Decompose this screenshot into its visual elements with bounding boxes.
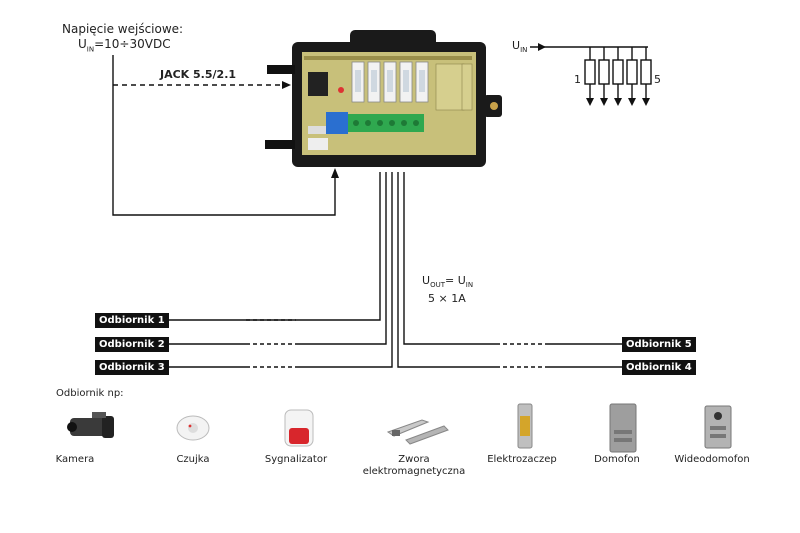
input-voltage-label: Napięcie wejściowe: bbox=[62, 22, 184, 36]
smoke-detector-icon bbox=[176, 415, 210, 441]
schematic-last-number: 5 bbox=[654, 73, 661, 86]
output-current-label: 5 × 1A bbox=[428, 292, 466, 305]
receiver-tag-5: Odbiornik 5 bbox=[622, 337, 696, 352]
schematic-uin-label: UIN bbox=[512, 39, 528, 55]
receiver-tag-4: Odbiornik 4 bbox=[622, 360, 696, 375]
output-wires bbox=[160, 172, 622, 368]
device-label-siren: Sygnalizator bbox=[264, 454, 328, 465]
device-label-smoke-detector: Czujka bbox=[176, 454, 210, 465]
electric-strike-icon bbox=[517, 403, 533, 449]
examples-title: Odbiornik np: bbox=[56, 388, 124, 399]
video-door-phone-icon bbox=[704, 405, 732, 449]
siren-icon bbox=[284, 409, 314, 447]
schematic-first-number: 1 bbox=[574, 73, 581, 86]
input-wire-arrow bbox=[331, 168, 339, 178]
door-phone-icon bbox=[609, 403, 637, 453]
device-label-electromagnet: Zwora elektromagnetyczna bbox=[362, 454, 466, 477]
jack-arrow bbox=[282, 81, 291, 89]
jack-label: JACK 5.5/2.1 bbox=[160, 68, 237, 81]
fuse-schematic bbox=[530, 43, 652, 106]
device-label-camera: Kamera bbox=[55, 454, 95, 465]
power-distribution-module bbox=[265, 30, 502, 167]
receiver-tag-3: Odbiornik 3 bbox=[95, 360, 169, 375]
receiver-tag-1: Odbiornik 1 bbox=[95, 313, 169, 328]
electromagnet-icon bbox=[386, 419, 449, 445]
output-voltage-label: UOUT= UIN bbox=[422, 274, 474, 290]
receiver-tag-2: Odbiornik 2 bbox=[95, 337, 169, 352]
device-label-door-phone: Domofon bbox=[594, 454, 640, 465]
device-label-electric-strike: Elektrozaczep bbox=[487, 454, 557, 465]
camera-icon bbox=[67, 412, 114, 438]
input-voltage-range: UIN=10÷30VDC bbox=[78, 37, 171, 54]
device-label-video-door-phone: Wideodomofon bbox=[674, 454, 750, 465]
fuse-holders bbox=[351, 61, 429, 103]
input-wire bbox=[112, 55, 336, 216]
